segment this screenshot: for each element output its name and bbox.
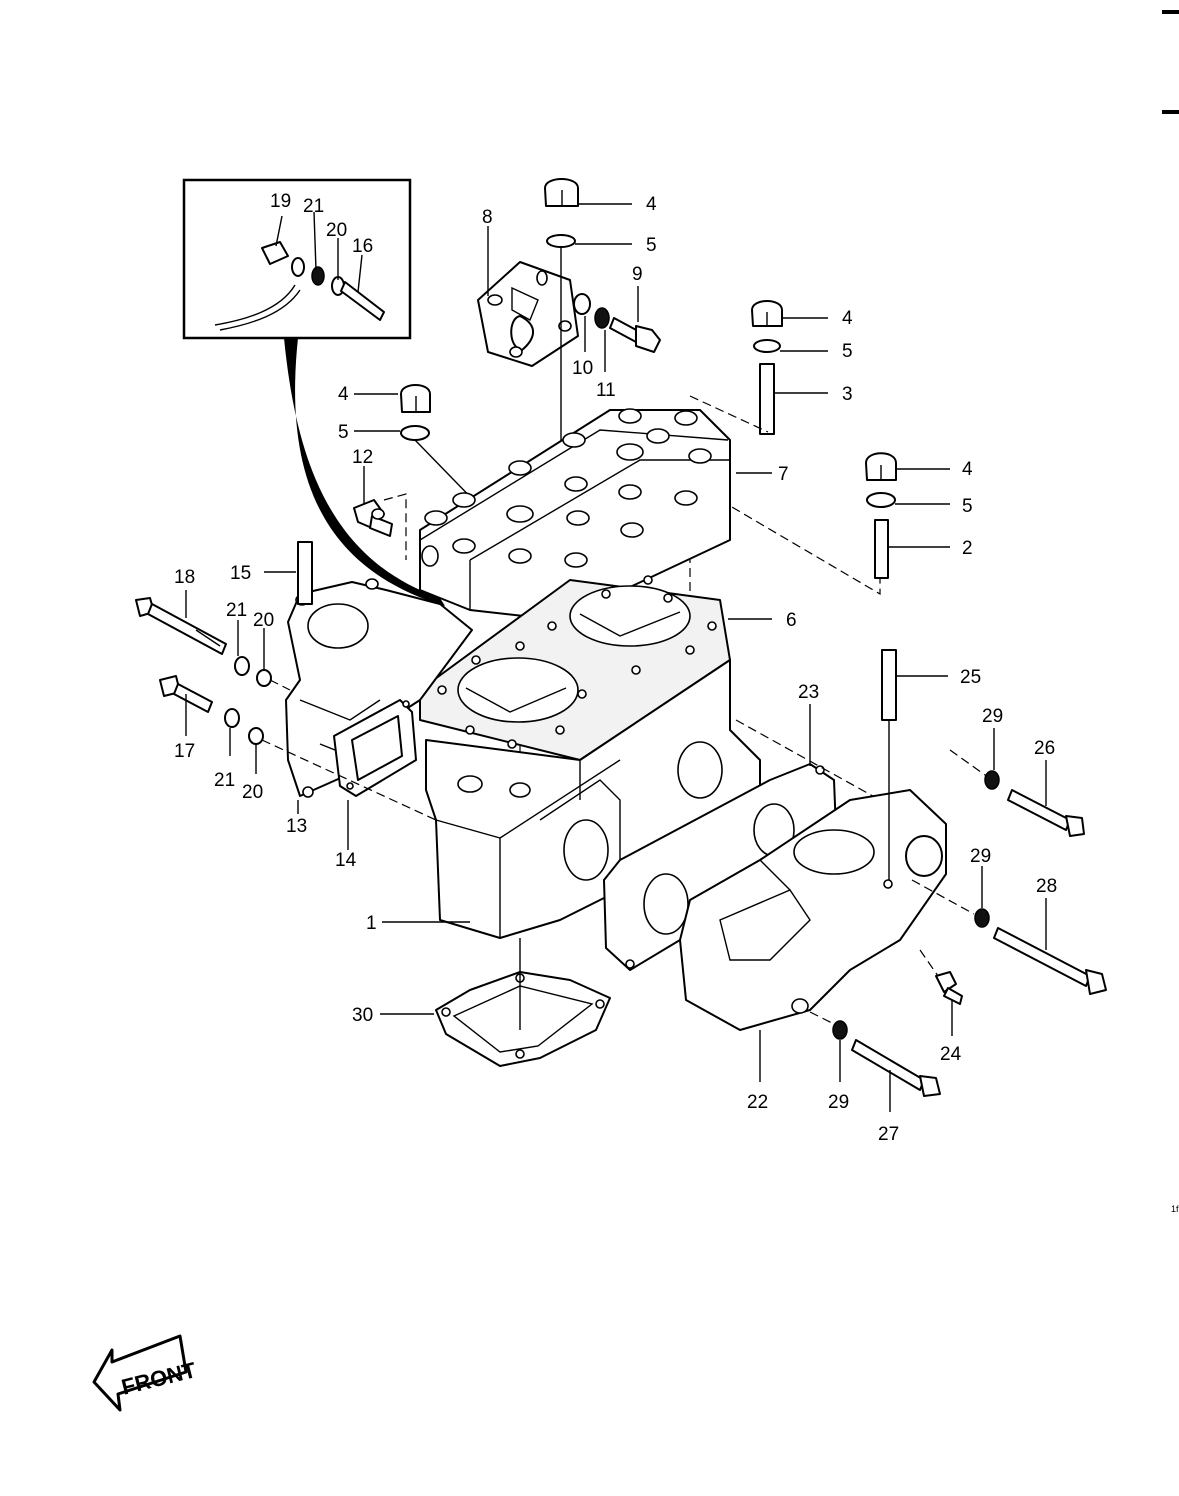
label-5-top: 5 (646, 235, 657, 256)
bolt-part-26 (1007, 789, 1085, 837)
label-2: 2 (962, 538, 973, 559)
edge-mark-top (1162, 10, 1179, 14)
head-bolt-bosses (421, 408, 712, 568)
label-24: 24 (940, 1044, 962, 1065)
bolt-part-17 (159, 675, 213, 713)
label-15: 15 (230, 563, 251, 584)
edge-mark-middle (1162, 110, 1179, 114)
label-8: 8 (482, 207, 493, 228)
inset-detail-box (182, 178, 412, 340)
label-19: 19 (270, 191, 291, 212)
washer-part-11 (594, 307, 610, 329)
washer-part-20-upper (256, 669, 272, 687)
label-4-far-right: 4 (962, 459, 973, 480)
label-5-right: 5 (842, 341, 853, 362)
washer-part-20-lower (248, 727, 264, 745)
label-20-upper: 20 (253, 610, 274, 631)
label-12: 12 (352, 447, 373, 468)
stud-part-2 (874, 519, 889, 579)
label-10: 10 (572, 358, 593, 379)
bolt-part-27 (851, 1039, 941, 1097)
washer-far-right (866, 492, 896, 508)
washer-top (546, 234, 576, 248)
label-20-inset: 20 (326, 220, 347, 241)
acorn-nut-right (751, 300, 783, 327)
bolt-part-18 (135, 597, 227, 655)
front-direction-arrow: FRONT (92, 1334, 199, 1412)
corner-mark: 1f (1171, 1204, 1179, 1214)
bolt-part-9 (609, 317, 661, 353)
gasket-stud-holes (437, 575, 717, 749)
label-3: 3 (842, 384, 853, 405)
acorn-nut-far-right (865, 452, 897, 481)
gasket-part-23 (603, 763, 837, 971)
label-7: 7 (778, 464, 789, 485)
label-4-right: 4 (842, 308, 853, 329)
label-14: 14 (335, 850, 357, 871)
washer-part-21-lower (224, 708, 240, 728)
stud-part-25 (881, 649, 897, 721)
washer-part-29-lower (832, 1020, 848, 1040)
washer-part-29-middle (974, 908, 990, 928)
label-5-left: 5 (338, 422, 349, 443)
fitting-part-24 (935, 971, 963, 1005)
label-4-top: 4 (646, 194, 657, 215)
intake-manifold-part-22 (679, 789, 947, 1031)
label-29-lower: 29 (828, 1092, 849, 1113)
label-25: 25 (960, 667, 981, 688)
acorn-nut-left (400, 384, 431, 413)
label-29-middle: 29 (970, 846, 991, 867)
bolt-part-28 (993, 927, 1107, 995)
label-21-upper: 21 (226, 600, 247, 621)
gasket-part-14 (333, 699, 417, 797)
label-16: 16 (352, 236, 373, 257)
label-21-inset: 21 (303, 196, 324, 217)
label-21-lower: 21 (214, 770, 235, 791)
label-6: 6 (786, 610, 797, 631)
washer-part-29-upper (984, 770, 1000, 790)
label-22: 22 (747, 1092, 768, 1113)
washer-part-10 (573, 293, 591, 315)
head-gasket-part-6 (419, 575, 731, 761)
label-28: 28 (1036, 876, 1057, 897)
label-23: 23 (798, 682, 819, 703)
label-13: 13 (286, 816, 307, 837)
stud-part-15 (297, 541, 313, 605)
label-5-far-right: 5 (962, 496, 973, 517)
stud-part-3 (759, 363, 775, 435)
label-30: 30 (352, 1005, 373, 1026)
label-1: 1 (366, 913, 377, 934)
label-18: 18 (174, 567, 195, 588)
base-gasket-part-30 (435, 971, 611, 1067)
label-27: 27 (878, 1124, 899, 1145)
label-9: 9 (632, 264, 643, 285)
acorn-nut-top (544, 178, 579, 207)
bracket-part-8 (477, 261, 579, 367)
label-17: 17 (174, 741, 195, 762)
washer-part-21-upper (234, 656, 250, 676)
label-20-lower: 20 (242, 782, 263, 803)
label-29-upper: 29 (982, 706, 1003, 727)
label-11: 11 (596, 380, 616, 401)
cylinder-head-part-7 (419, 408, 731, 621)
washer-right (753, 339, 781, 353)
label-4-left: 4 (338, 384, 349, 405)
washer-left (400, 425, 430, 441)
fitting-part-12 (353, 499, 393, 537)
label-26: 26 (1034, 738, 1055, 759)
